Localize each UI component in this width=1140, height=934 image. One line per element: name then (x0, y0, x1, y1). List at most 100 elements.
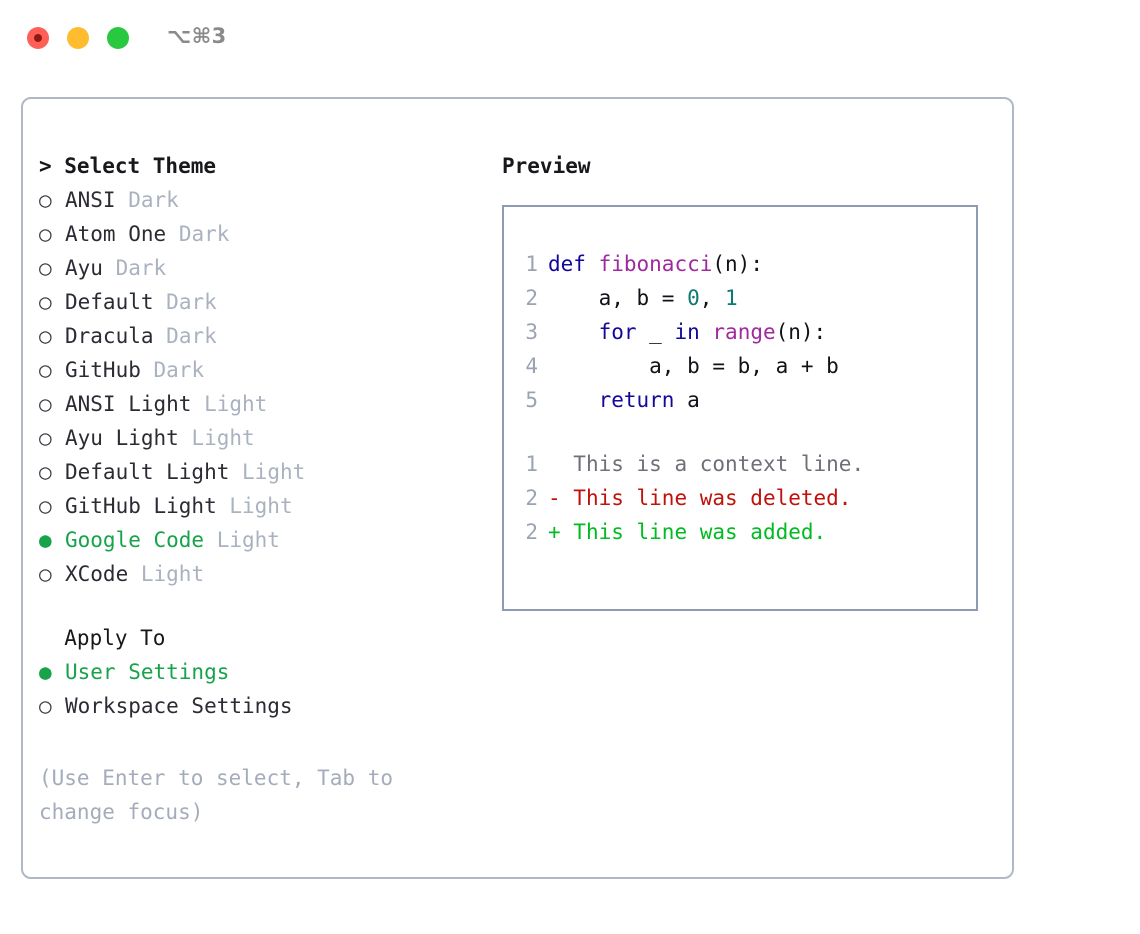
theme-option-label: ANSI (65, 188, 116, 212)
spacer (166, 222, 179, 246)
apply-to-option-user-settings[interactable]: ●User Settings (39, 655, 469, 689)
keyboard-shortcut-label: ⌥⌘3 (167, 24, 227, 48)
theme-option-github[interactable]: ○GitHub Dark (39, 353, 469, 387)
apply-to-header: Apply To (39, 626, 166, 650)
spacer (116, 188, 129, 212)
spacer (103, 256, 116, 280)
theme-option-tag: Dark (166, 324, 217, 348)
diff-line-list: 1 This is a context line.2- This line wa… (512, 447, 970, 549)
theme-option-label: Atom One (65, 222, 167, 246)
select-theme-header: > Select Theme (39, 154, 217, 178)
title-bar: ⌥⌘3 (0, 0, 1140, 76)
line-number: 3 (525, 320, 538, 344)
line-number: 4 (525, 354, 538, 378)
code-token: return (598, 388, 675, 412)
close-window-button[interactable] (27, 27, 49, 49)
theme-option-label: Google Code (65, 528, 205, 552)
theme-option-ansi[interactable]: ○ANSI Dark (39, 183, 469, 217)
code-token: fibonacci (598, 252, 713, 276)
minimize-window-button[interactable] (67, 27, 89, 49)
theme-option-tag: Dark (178, 222, 230, 246)
code-token (586, 252, 599, 276)
code-token: a (674, 388, 700, 412)
radio-unselected-icon: ○ (39, 460, 52, 484)
theme-option-ayu[interactable]: ○ Ayu Dark (39, 251, 469, 285)
theme-option-label: GitHub Light (65, 494, 217, 518)
radio-unselected-icon: ○ (39, 256, 52, 280)
theme-option-ayu-light[interactable]: ○ Ayu Light Light (39, 421, 469, 455)
maximize-window-button[interactable] (107, 27, 129, 49)
code-line: 3 for _ in range(n): (512, 315, 970, 349)
theme-option-ansi-light[interactable]: ○ANSI Light Light (39, 387, 469, 421)
spacer (141, 358, 154, 382)
code-token: (n): (712, 252, 763, 276)
theme-option-xcode[interactable]: ○ XCode Light (39, 557, 469, 591)
theme-option-tag: Light (216, 528, 280, 552)
theme-option-default-light[interactable]: ○ Default Light Light (39, 455, 469, 489)
theme-option-github-light[interactable]: ○GitHub Light Light (39, 489, 469, 523)
spacer (191, 392, 204, 416)
theme-option-dracula[interactable]: ○Dracula Dark (39, 319, 469, 353)
code-token (548, 320, 599, 344)
apply-to-option-list: ●User Settings○Workspace Settings (39, 655, 469, 723)
theme-option-label: XCode (65, 562, 129, 586)
radio-selected-icon: ● (39, 660, 52, 684)
theme-option-label: GitHub (65, 358, 141, 382)
diff-text: This line was deleted. (573, 486, 852, 510)
theme-option-tag: Dark (166, 290, 217, 314)
code-token (700, 320, 713, 344)
radio-unselected-icon: ○ (39, 426, 52, 450)
code-line: 4 a, b = b, a + b (512, 349, 970, 383)
radio-selected-icon: ● (39, 528, 52, 552)
diff-line: 2- This line was deleted. (512, 481, 970, 515)
code-token: (n): (775, 320, 827, 344)
theme-option-tag: Light (229, 494, 293, 518)
theme-option-label: Ayu Light (65, 426, 179, 450)
apply-to-option-label: Workspace Settings (65, 694, 293, 718)
theme-option-tag: Dark (115, 256, 167, 280)
theme-selector-column: > Select Theme ○ANSI Dark○Atom One Dark○… (39, 149, 469, 829)
code-token: def (548, 252, 586, 276)
diff-line: 1 This is a context line. (512, 447, 970, 481)
diff-marker: - (548, 486, 574, 510)
line-number: 5 (525, 388, 538, 412)
code-token: for (598, 320, 637, 344)
theme-option-tag: Dark (128, 188, 179, 212)
code-token (548, 388, 599, 412)
spacer (128, 562, 141, 586)
diff-line: 2+ This line was added. (512, 515, 970, 549)
code-token: a, b = (548, 286, 688, 310)
apply-to-option-workspace-settings[interactable]: ○Workspace Settings (39, 689, 469, 723)
radio-unselected-icon: ○ (39, 290, 52, 314)
theme-option-tag: Light (191, 426, 255, 450)
code-token: , (699, 286, 726, 310)
theme-option-label: Default Light (65, 460, 230, 484)
radio-unselected-icon: ○ (39, 358, 52, 382)
main-panel: > Select Theme ○ANSI Dark○Atom One Dark○… (21, 97, 1014, 879)
theme-option-list: ○ANSI Dark○Atom One Dark○Ayu Dark○Defaul… (39, 183, 469, 591)
line-number: 1 (525, 452, 538, 476)
theme-option-tag: Light (242, 460, 306, 484)
theme-option-atom-one[interactable]: ○ Atom One Dark (39, 217, 469, 251)
keyboard-hint-text: (Use Enter to select, Tab to change focu… (39, 766, 394, 824)
code-token: 1 (725, 286, 738, 310)
theme-option-tag: Light (140, 562, 205, 586)
spacer (204, 528, 217, 552)
theme-option-label: Ayu (65, 256, 103, 280)
theme-option-label: ANSI Light (65, 392, 192, 416)
theme-option-default[interactable]: ○Default Dark (39, 285, 469, 319)
radio-unselected-icon: ○ (39, 222, 52, 246)
radio-unselected-icon: ○ (39, 562, 52, 586)
radio-unselected-icon: ○ (39, 324, 52, 348)
theme-option-google-code[interactable]: ● Google Code Light (39, 523, 469, 557)
code-token: a, b = b, a + b (548, 354, 839, 378)
line-number: 2 (525, 520, 538, 544)
spacer (179, 426, 192, 450)
apply-to-section: Apply To ●User Settings○Workspace Settin… (39, 621, 469, 723)
diff-marker: + (548, 520, 574, 544)
